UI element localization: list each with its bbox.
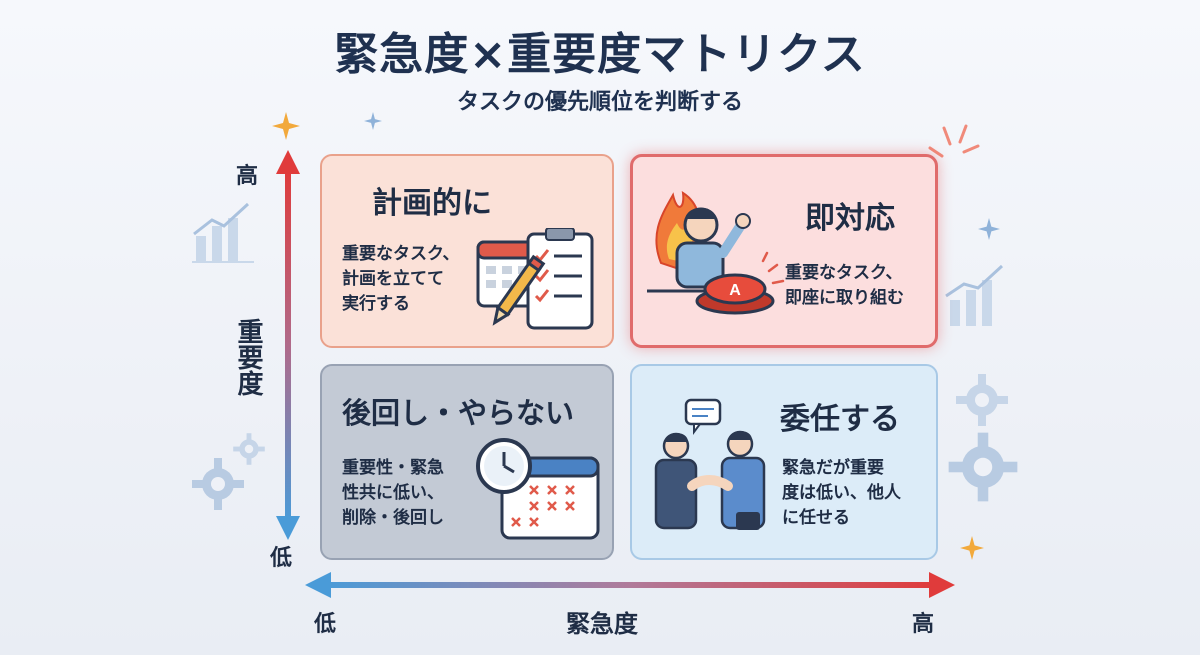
page-title: 緊急度×重要度マトリクス xyxy=(334,29,866,80)
sparkle-icon xyxy=(960,536,984,560)
urgency-axis-arrow xyxy=(305,572,955,598)
calendar-checklist-pencil-icon xyxy=(476,228,594,330)
handshake-icon xyxy=(654,398,766,530)
urgency-axis-label: 緊急度 xyxy=(566,610,638,638)
gear-icon xyxy=(948,432,1018,502)
importance-high-label: 高 xyxy=(236,164,259,189)
quadrant-drop-title: 後回し・やらない xyxy=(342,396,575,430)
quadrant-do-now-description: 重要なタスク、 即座に取り組む xyxy=(785,263,904,308)
gear-icon xyxy=(233,433,265,465)
urgency-low-label: 低 xyxy=(314,612,337,637)
page-subtitle: タスクの優先順位を判断する xyxy=(456,90,743,115)
quadrant-plan: 計画的に 重要なタスク、 計画を立てて 実行する xyxy=(320,154,614,348)
quadrant-drop: 後回し・やらない 重要性・緊急 性共に低い、 削除・後回し xyxy=(320,364,614,560)
sparkle-icon xyxy=(272,112,300,140)
quadrant-delegate: 委任する 緊急だが重要 度は低い、他人 に任せる xyxy=(630,364,938,560)
importance-low-label: 低 xyxy=(270,546,293,571)
quadrant-plan-description: 重要なタスク、 計画を立てて 実行する xyxy=(342,244,460,314)
alarm-button-letter: A xyxy=(729,282,741,299)
importance-axis-label: 重要度 xyxy=(233,318,263,396)
importance-axis-arrow xyxy=(276,150,300,540)
gear-icon xyxy=(956,374,1008,426)
quadrant-plan-title: 計画的に xyxy=(372,186,492,221)
sparkle-icon xyxy=(364,112,382,130)
quadrant-delegate-description: 緊急だが重要 度は低い、他人 に任せる xyxy=(782,458,901,528)
urgency-high-label: 高 xyxy=(912,612,935,637)
quadrant-do-now: 即対応 重要なタスク、 即座に取り組む A xyxy=(630,154,938,348)
quadrant-delegate-title: 委任する xyxy=(780,402,900,437)
burst-lines-icon xyxy=(928,124,980,158)
quadrant-do-now-title: 即対応 xyxy=(805,201,895,236)
bar-chart-icon xyxy=(945,264,1004,326)
sparkle-icon xyxy=(978,218,1000,240)
quadrant-drop-description: 重要性・緊急 性共に低い、 削除・後回し xyxy=(342,458,444,528)
person-fire-alarm-button-icon: A xyxy=(647,191,785,315)
gear-icon xyxy=(192,458,244,510)
clock-calendar-icon xyxy=(476,438,600,540)
bar-chart-icon xyxy=(192,202,254,263)
